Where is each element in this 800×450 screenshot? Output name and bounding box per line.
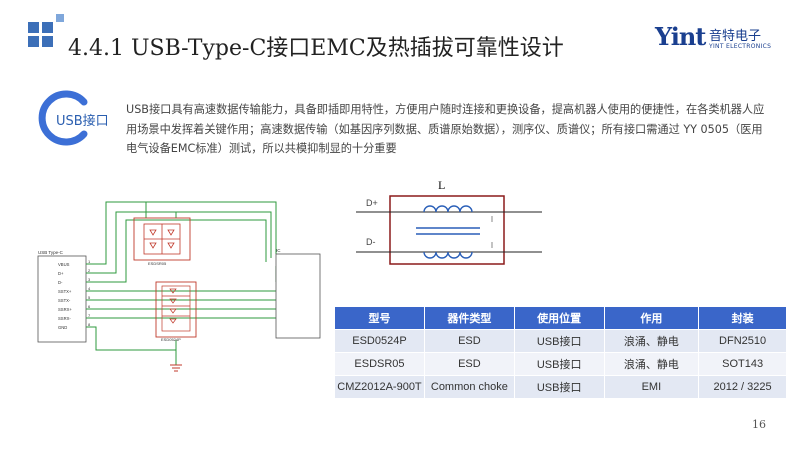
header-logo-square bbox=[56, 14, 64, 22]
table-cell: EMI bbox=[603, 375, 700, 399]
pin-label: VBUS bbox=[58, 262, 70, 267]
table-cell: USB接口 bbox=[513, 352, 605, 376]
table-cell: USB接口 bbox=[513, 375, 605, 399]
pin-number: 2 bbox=[88, 268, 91, 273]
table-cell: 浪涌、静电 bbox=[603, 329, 700, 353]
pin-number: 1 bbox=[88, 259, 91, 264]
col-header-type: 器件类型 bbox=[423, 306, 515, 330]
logo-english-name: YINT ELECTRONICS bbox=[709, 43, 772, 50]
logo-mark: Yint bbox=[655, 22, 706, 51]
c-ring-icon bbox=[38, 90, 88, 146]
pin-label: SSTX+ bbox=[58, 289, 72, 294]
pin-label: SSRX+ bbox=[58, 307, 72, 312]
table-cell: 浪涌、静电 bbox=[603, 352, 700, 376]
header-logo-square bbox=[28, 36, 39, 47]
ground-icon bbox=[170, 364, 182, 372]
table-cell: ESD0524P bbox=[334, 329, 425, 353]
ic-box bbox=[275, 253, 321, 339]
choke-core bbox=[389, 195, 505, 265]
description-text: USB接口具有高速数据传输能力，具备即插即用特性，方便用户随时连接和更换设备，提… bbox=[126, 103, 765, 155]
header-logo-square bbox=[42, 22, 53, 33]
header-logo-square bbox=[42, 36, 53, 47]
logo-chinese-name: 音特电子 bbox=[709, 29, 762, 44]
pin-number: 7 bbox=[88, 313, 91, 318]
common-mode-choke-diagram: L D+ D- bbox=[356, 178, 542, 265]
table-cell: ESD bbox=[423, 352, 515, 376]
company-logo: Yint 音特电子 YINT ELECTRONICS bbox=[655, 22, 775, 56]
inductor-label: L bbox=[438, 178, 445, 192]
table-cell: DFN2510 bbox=[698, 329, 787, 353]
col-header-location: 使用位置 bbox=[513, 306, 605, 330]
pin-number: 6 bbox=[88, 304, 91, 309]
pin-label: SSTX- bbox=[58, 298, 71, 303]
esd-esdsr05-block bbox=[133, 217, 191, 261]
pin-number: 3 bbox=[88, 277, 91, 282]
table-cell: Common choke bbox=[423, 375, 515, 399]
ic-label: IC bbox=[276, 248, 281, 253]
pin-number: 5 bbox=[88, 295, 91, 300]
pin-number: 4 bbox=[88, 286, 91, 291]
pin-label: D- bbox=[58, 280, 63, 285]
usb-badge: USB接口 bbox=[38, 90, 112, 146]
esd2-label: ESD0524P bbox=[161, 337, 181, 342]
col-header-model: 型号 bbox=[334, 306, 425, 330]
usb-connector-box bbox=[37, 255, 87, 343]
line-minus-label: D- bbox=[366, 237, 376, 247]
page-number: 16 bbox=[752, 418, 766, 431]
table-row: ESD0524P ESD USB接口 浪涌、静电 DFN2510 bbox=[334, 329, 787, 353]
table-cell: 2012 / 3225 bbox=[698, 375, 787, 399]
pin-label: GND bbox=[58, 325, 67, 330]
table-cell: ESD bbox=[423, 329, 515, 353]
esd1-label: ESDSR05 bbox=[148, 261, 167, 266]
pin-label: D+ bbox=[58, 271, 64, 276]
table-cell: CMZ2012A-900T bbox=[334, 375, 425, 399]
line-plus-label: D+ bbox=[366, 198, 378, 208]
col-header-package: 封装 bbox=[698, 306, 787, 330]
component-table: 型号 器件类型 使用位置 作用 封装 ESD0524P ESD USB接口 浪涌… bbox=[334, 306, 787, 399]
table-cell: SOT143 bbox=[698, 352, 787, 376]
table-cell: USB接口 bbox=[513, 329, 605, 353]
table-row: CMZ2012A-900T Common choke USB接口 EMI 201… bbox=[334, 375, 787, 399]
usb-badge-label: USB接口 bbox=[56, 114, 109, 129]
header-logo-square bbox=[28, 22, 39, 33]
pin-number: 8 bbox=[88, 322, 91, 327]
esd-esd0524p-block bbox=[155, 281, 197, 338]
connector-title: USB Type-C bbox=[38, 250, 64, 255]
table-cell: ESDSR05 bbox=[334, 352, 425, 376]
table-row: ESDSR05 ESD USB接口 浪涌、静电 SOT143 bbox=[334, 352, 787, 376]
page-title: 4.4.1 USB-Type-C接口EMC及热插拔可靠性设计 bbox=[68, 36, 564, 61]
usb-schematic: USB Type-C VBUS D+ D- SSTX+ SSTX- SSRX+ … bbox=[37, 201, 321, 372]
table-header-row: 型号 器件类型 使用位置 作用 封装 bbox=[334, 306, 787, 330]
col-header-function: 作用 bbox=[603, 306, 700, 330]
pin-label: SSRX- bbox=[58, 316, 71, 321]
